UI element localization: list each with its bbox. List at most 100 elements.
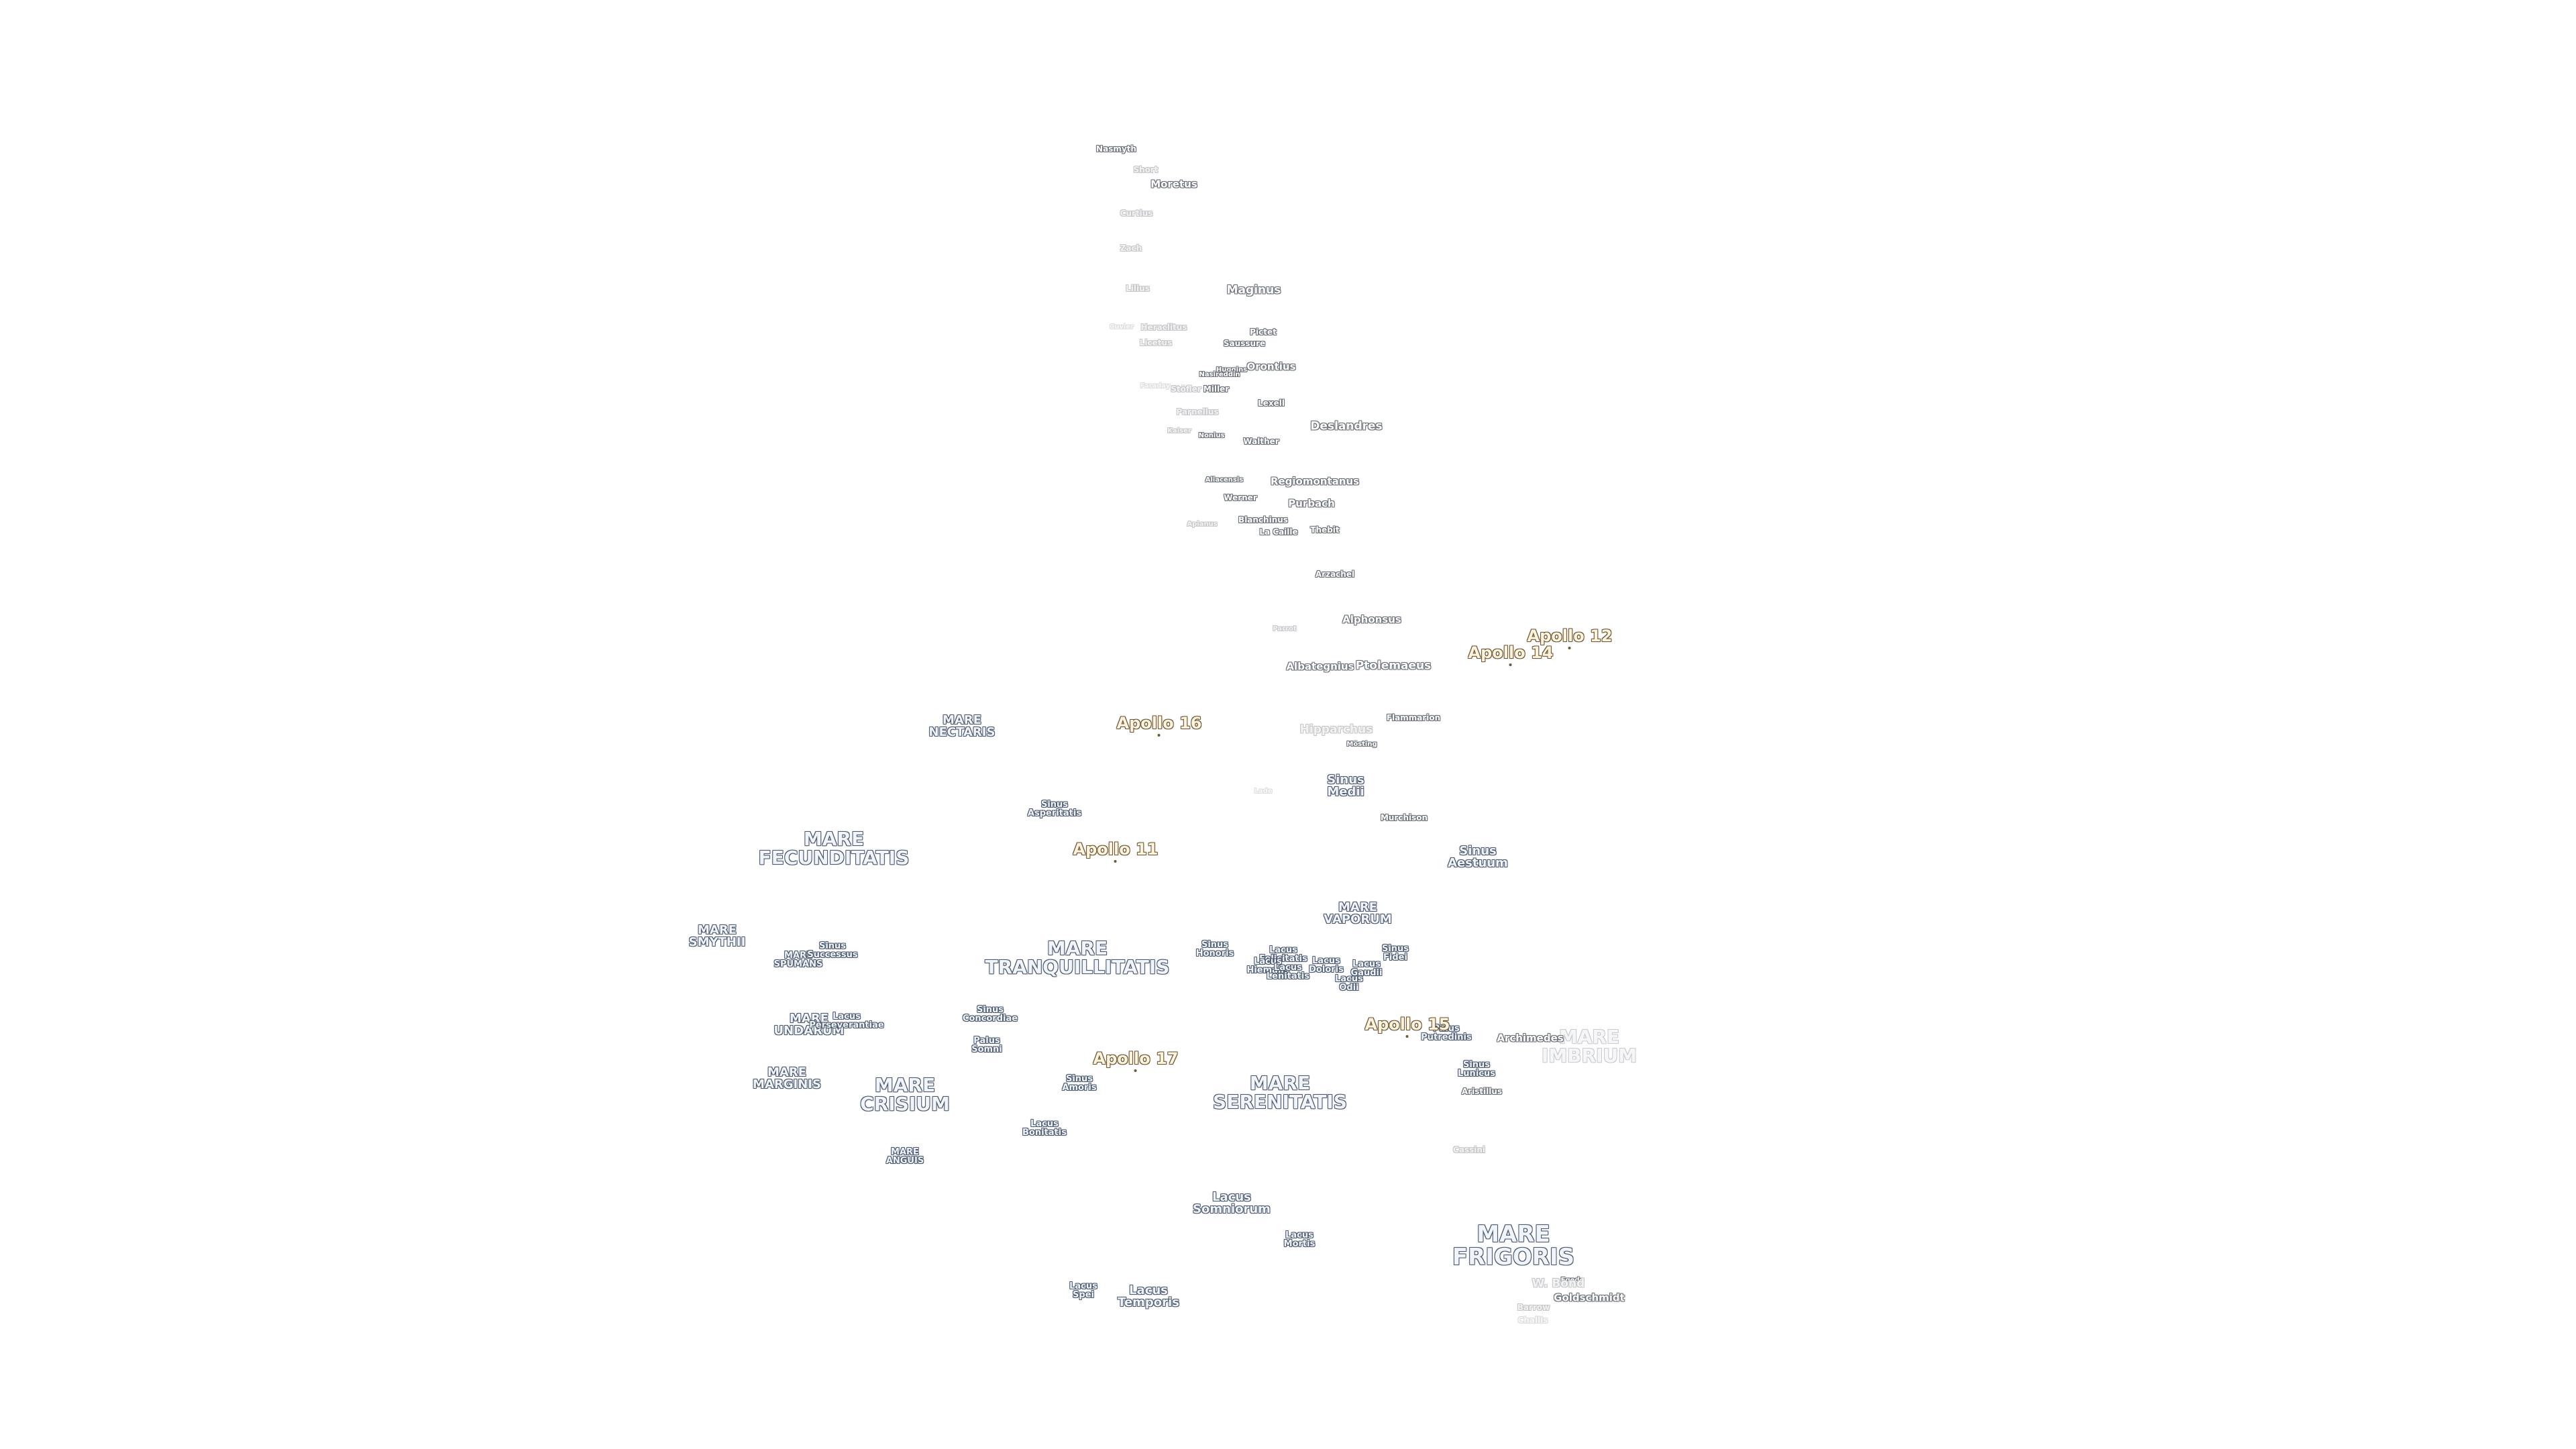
crater-label-orontius[interactable]: Orontius	[1246, 362, 1295, 372]
mare-label-sinus-aestuum[interactable]: Sinus Aestuum	[1448, 845, 1508, 869]
crater-label-maginus[interactable]: Maginus	[1227, 284, 1281, 297]
mare-label-sinus-medii[interactable]: Sinus Medii	[1327, 774, 1364, 798]
crater-label-archimedes[interactable]: Archimedes	[1497, 1033, 1563, 1044]
crater-label-short[interactable]: Short	[1133, 166, 1158, 174]
crater-label-miller[interactable]: Miller	[1203, 385, 1229, 393]
apollo-label-text: Apollo 14	[1468, 643, 1554, 662]
crater-label-nasmyth[interactable]: Nasmyth	[1096, 145, 1136, 153]
crater-label-m-sting[interactable]: Mösting	[1346, 741, 1377, 748]
apollo-label-apollo-14[interactable]: Apollo 14	[1468, 643, 1554, 666]
crater-label-deslandres[interactable]: Deslandres	[1310, 421, 1382, 433]
mare-label-lacus-spei[interactable]: Lacus Spei	[1069, 1282, 1097, 1299]
crater-label-w-bond[interactable]: W. Bond	[1532, 1278, 1585, 1290]
mare-label-lacus-doloris[interactable]: Lacus Doloris	[1309, 957, 1344, 974]
crater-label-licetus[interactable]: Licetus	[1140, 339, 1172, 347]
crater-label-lade[interactable]: Lade	[1254, 788, 1272, 795]
crater-label-cassini[interactable]: Cassini	[1453, 1146, 1485, 1154]
crater-label-purbach[interactable]: Purbach	[1288, 498, 1335, 509]
mare-label-sinus-honoris[interactable]: Sinus Honoris	[1196, 941, 1234, 958]
mare-label-sinus-lunicus[interactable]: Sinus Lunicus	[1458, 1061, 1495, 1078]
mare-label-sinus-successus[interactable]: Sinus Successus	[807, 942, 857, 959]
crater-label-text: Hipparchus	[1299, 722, 1373, 737]
crater-label-huggins[interactable]: Huggins	[1216, 367, 1247, 374]
crater-label-moretus[interactable]: Moretus	[1150, 179, 1197, 190]
crater-label-faraday[interactable]: Faraday	[1140, 383, 1171, 390]
crater-label-aristillus[interactable]: Aristillus	[1462, 1087, 1502, 1095]
apollo-label-apollo-15[interactable]: Apollo 15	[1365, 1016, 1450, 1038]
apollo-label-apollo-11[interactable]: Apollo 11	[1073, 841, 1158, 863]
mare-label-mare-imbrium[interactable]: MARE IMBRIUM	[1542, 1028, 1637, 1065]
crater-label-la-caille[interactable]: La Caille	[1259, 528, 1297, 536]
mare-label-lacus-mortis[interactable]: Lacus Mortis	[1284, 1231, 1316, 1248]
mare-label-mare-nectaris[interactable]: MARE NECTARIS	[929, 714, 996, 739]
crater-label-heraclitus[interactable]: Heraclitus	[1141, 323, 1187, 331]
crater-label-lilius[interactable]: Lilius	[1126, 284, 1150, 292]
mare-label-mare-anguis[interactable]: MARE ANGUIS	[886, 1148, 924, 1165]
mare-label-sinus-fidei[interactable]: Sinus Fidei	[1382, 945, 1409, 962]
mare-label-sinus-asperitatis[interactable]: Sinus Asperitatis	[1028, 800, 1081, 818]
mare-label-mare-tranquillitatis[interactable]: MARE TRANQUILLITATIS	[985, 939, 1170, 977]
crater-label-thebit[interactable]: Thebit	[1310, 526, 1339, 534]
mare-label-text: Lacus Odii	[1335, 974, 1363, 993]
mare-label-palus-somni[interactable]: Palus Somni	[971, 1036, 1002, 1054]
crater-label-albategnius[interactable]: Albategnius	[1286, 661, 1354, 672]
mare-label-mare-vaporum[interactable]: MARE VAPORUM	[1324, 902, 1392, 926]
crater-label-murchison[interactable]: Murchison	[1381, 814, 1428, 822]
crater-label-flammarion[interactable]: Flammarion	[1387, 714, 1440, 722]
crater-label-egede[interactable]: Egede	[1561, 1277, 1585, 1284]
crater-label-goldschmidt[interactable]: Goldschmidt	[1554, 1293, 1625, 1303]
mare-label-lacus-felicitatis[interactable]: Lacus Felicitatis	[1259, 946, 1307, 963]
crater-label-lexell[interactable]: Lexell	[1258, 399, 1285, 407]
mare-label-lacus-lenitatis[interactable]: Lacus Lenitatis	[1267, 963, 1309, 981]
mare-label-lacus-somniorum[interactable]: Lacus Somniorum	[1193, 1191, 1271, 1216]
mare-label-lacus-gaudii[interactable]: Lacus Gaudii	[1351, 960, 1383, 977]
mare-label-mare-marginis[interactable]: MARE MARGINIS	[753, 1067, 821, 1091]
crater-label-blanchinus[interactable]: Blanchinus	[1238, 516, 1288, 524]
crater-label-saussure[interactable]: Saussure	[1224, 339, 1265, 347]
crater-label-kaiser[interactable]: Kaiser	[1167, 428, 1191, 435]
mare-label-palus-putredinis[interactable]: Palus Putredinis	[1421, 1024, 1471, 1042]
crater-label-alphonsus[interactable]: Alphonsus	[1342, 614, 1401, 625]
crater-label-ptolemaeus[interactable]: Ptolemaeus	[1356, 660, 1432, 672]
crater-label-hipparchus[interactable]: Hipparchus	[1300, 724, 1373, 736]
mare-label-mare-undarum[interactable]: MARE UNDARUM	[774, 1013, 845, 1037]
crater-label-pictet[interactable]: Pictet	[1250, 328, 1277, 336]
mare-label-mare-smythii[interactable]: MARE SMYTHII	[689, 924, 746, 949]
crater-label-parrot[interactable]: Parrot	[1273, 626, 1296, 633]
crater-label-barrow[interactable]: Barrow	[1517, 1303, 1550, 1311]
crater-label-parnellus[interactable]: Parnellus	[1176, 408, 1218, 416]
mare-label-sinus-concordiae[interactable]: Sinus Concordiae	[963, 1006, 1018, 1023]
crater-label-regiomontanus[interactable]: Regiomontanus	[1271, 476, 1359, 487]
crater-label-cuvier[interactable]: Cuvier	[1110, 324, 1134, 331]
apollo-label-apollo-12[interactable]: Apollo 12	[1527, 628, 1612, 649]
mare-label-mare-serenitatis[interactable]: MARE SERENITATIS	[1213, 1074, 1347, 1112]
crater-label-nasireddin[interactable]: Nasireddin	[1199, 372, 1240, 378]
crater-label-st-fler[interactable]: Stöfler	[1171, 385, 1201, 393]
crater-label-challis[interactable]: Challis	[1518, 1316, 1548, 1324]
apollo-label-apollo-16[interactable]: Apollo 16	[1116, 714, 1202, 737]
apollo-label-text: Apollo 16	[1116, 714, 1202, 733]
crater-label-zach[interactable]: Zach	[1120, 244, 1142, 252]
mare-label-mare-frigoris[interactable]: MARE FRIGORIS	[1452, 1223, 1574, 1269]
mare-label-mare-spumans[interactable]: MARE SPUMANS	[774, 951, 823, 969]
apollo-label-apollo-17[interactable]: Apollo 17	[1093, 1051, 1178, 1072]
crater-label-werner[interactable]: Werner	[1224, 494, 1256, 502]
crater-label-apianus[interactable]: Apianus	[1187, 521, 1217, 528]
crater-label-walther[interactable]: Walther	[1243, 437, 1279, 445]
mare-label-text: Lacus Spei	[1069, 1281, 1097, 1300]
crater-label-arzachel[interactable]: Arzachel	[1316, 570, 1354, 578]
mare-label-mare-crisium[interactable]: MARE CRISIUM	[860, 1076, 950, 1114]
crater-label-text: Huggins	[1216, 366, 1248, 374]
mare-label-sinus-amoris[interactable]: Sinus Amoris	[1062, 1075, 1096, 1092]
mare-label-lacus-odii[interactable]: Lacus Odii	[1335, 975, 1363, 992]
mare-label-lacus-bonitatis[interactable]: Lacus Bonitatis	[1022, 1120, 1067, 1137]
mare-label-mare-fecunditatis[interactable]: MARE FECUNDITATIS	[759, 830, 910, 867]
mare-label-lacus-hiemalis[interactable]: Lacus Hiemalis	[1246, 957, 1289, 975]
crater-label-nonius[interactable]: Nonius	[1199, 433, 1225, 439]
mare-label-lacus-temporis[interactable]: Lacus Temporis	[1118, 1285, 1179, 1309]
crater-label-curtius[interactable]: Curtius	[1120, 209, 1153, 217]
mare-label-lacus-perseverantiae[interactable]: Lacus Perseverantiae	[809, 1012, 883, 1030]
crater-label-aliacensis[interactable]: Aliacensis	[1205, 477, 1244, 484]
crater-label-text: Nasmyth	[1096, 144, 1136, 154]
